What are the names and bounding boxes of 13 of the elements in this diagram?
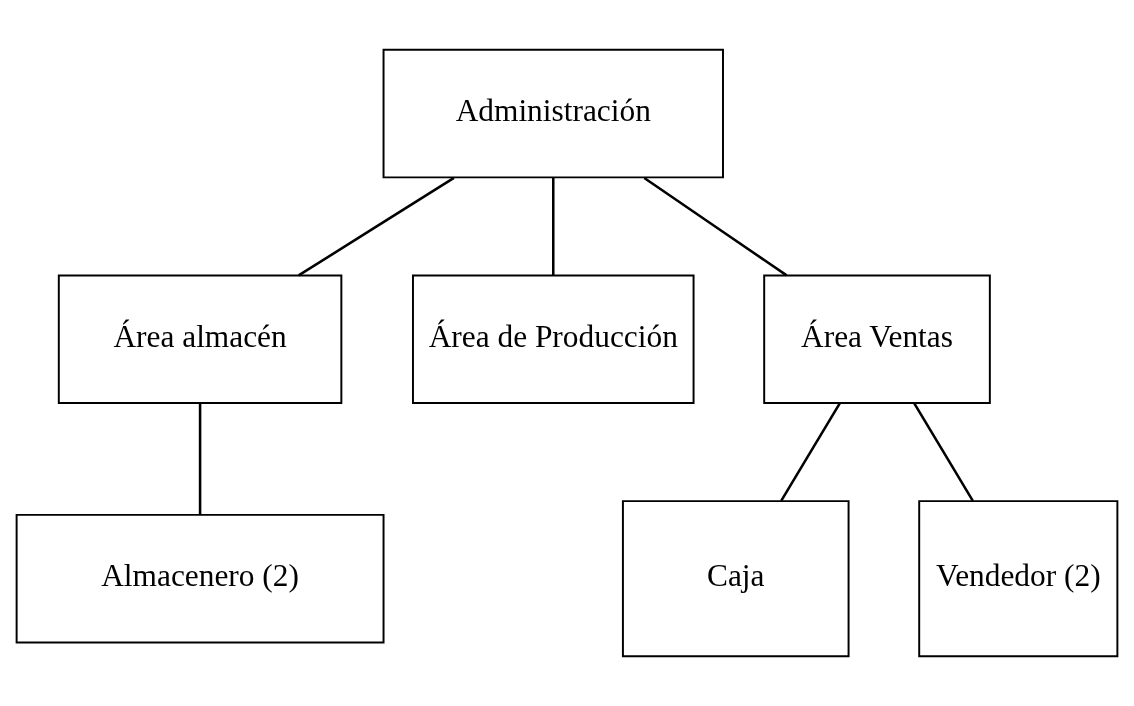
connector bbox=[643, 176, 788, 277]
node-box: Almacenero (2) bbox=[15, 513, 385, 644]
connector bbox=[297, 176, 455, 277]
node-box: Área almacén bbox=[57, 274, 343, 404]
connector bbox=[913, 402, 974, 502]
node-box: Administración bbox=[382, 48, 724, 179]
connector bbox=[552, 177, 555, 276]
connector bbox=[780, 402, 841, 502]
node-box: Área de Producción bbox=[412, 274, 695, 404]
connector bbox=[198, 403, 202, 515]
node-box: Área Ventas bbox=[763, 274, 991, 404]
node-box: Vendedor (2) bbox=[918, 500, 1119, 658]
node-box: Caja bbox=[621, 500, 850, 658]
